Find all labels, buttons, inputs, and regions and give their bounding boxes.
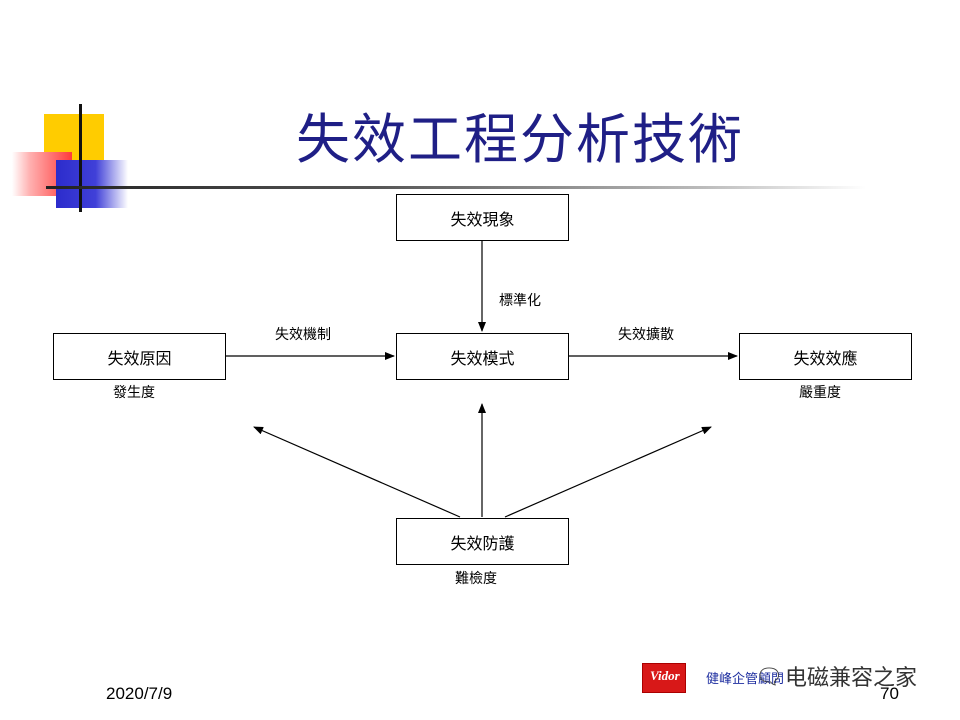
box-failure-cause: 失效原因 — [53, 333, 226, 380]
box-failure-mode: 失效模式 — [396, 333, 569, 380]
company-name: 健峰企管顧問 — [706, 672, 785, 687]
label-spread: 失效擴散 — [618, 327, 674, 343]
slide-date: 2020/7/9 — [106, 684, 173, 703]
label-occurrence: 發生度 — [113, 385, 155, 401]
box-failure-effect: 失效效應 — [739, 333, 912, 380]
slide-title: 失效工程分析技術 — [296, 108, 744, 171]
arrow-protection-to-effect — [504, 426, 712, 518]
company-logo — [642, 663, 686, 693]
company-logo-text: Vidor — [650, 668, 680, 683]
title-underline — [46, 186, 866, 189]
slide-page-number: 70 — [880, 684, 899, 703]
label-severity: 嚴重度 — [799, 385, 841, 401]
label-mechanism: 失效機制 — [275, 327, 331, 343]
box-failure-phenomenon: 失效現象 — [396, 194, 569, 241]
label-standardize: 標準化 — [499, 293, 541, 309]
deco-vertical-line — [79, 104, 82, 212]
label-detection: 難檢度 — [455, 571, 497, 587]
box-failure-protection: 失效防護 — [396, 518, 569, 565]
chat-bubble-icon: 🗨 — [755, 665, 783, 690]
arrow-protection-to-cause — [253, 426, 461, 518]
watermark-text: 电磁兼容之家 — [785, 666, 918, 691]
deco-blue-square — [56, 160, 128, 208]
